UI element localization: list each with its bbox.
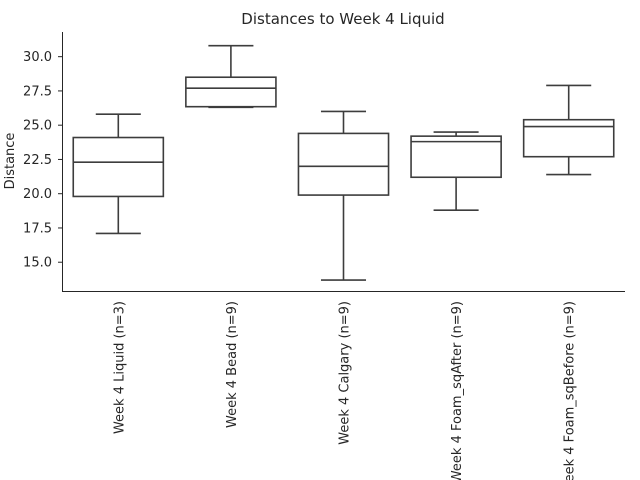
box-3 [297, 110, 390, 281]
box-iqr [185, 76, 277, 108]
box-iqr [72, 136, 165, 198]
box-1 [72, 113, 165, 235]
box-5 [522, 84, 615, 176]
y-tick-label: 15.0 [23, 256, 52, 271]
box-iqr [522, 118, 615, 158]
y-tick-labels: 15.0 17.5 20.0 22.5 25.0 27.5 30.0 [23, 50, 62, 271]
box-iqr [297, 132, 390, 196]
y-tick-label: 17.5 [23, 221, 52, 236]
x-tick-label: Week 4 Calgary (n=9) [338, 301, 353, 445]
box-2 [185, 44, 277, 109]
x-tick-label: Week 4 Bead (n=9) [225, 301, 240, 428]
box-series [72, 44, 615, 281]
y-tick-label: 22.5 [23, 153, 52, 168]
x-tick-label: Week 4 Liquid (n=3) [112, 301, 127, 434]
chart-title: Distances to Week 4 Liquid [241, 10, 444, 28]
y-tick-label: 30.0 [23, 50, 52, 65]
box-iqr [410, 135, 502, 179]
x-tick-label: Week 4 Foam_sqAfter (n=9) [450, 301, 465, 480]
box-4 [410, 131, 502, 211]
y-tick-label: 25.0 [23, 119, 52, 134]
y-tick-label: 20.0 [23, 187, 52, 202]
y-tick-label: 27.5 [23, 84, 52, 99]
x-tick-label: Week 4 Foam_sqBefore (n=9) [563, 301, 578, 480]
x-tick-labels: Week 4 Liquid (n=3) Week 4 Bead (n=9) Week… [112, 301, 577, 480]
y-axis-label: Distance [3, 133, 18, 190]
